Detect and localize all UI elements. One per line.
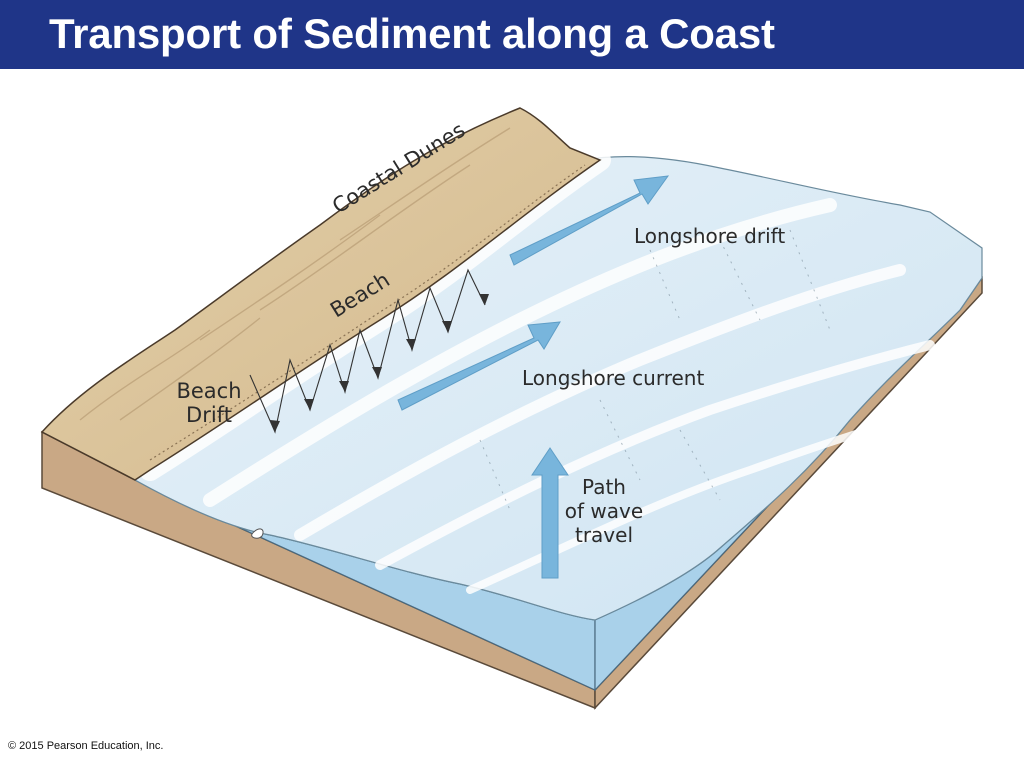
wave-path-label: Path of wave travel xyxy=(556,475,652,547)
beach-and-dunes xyxy=(40,107,602,481)
title-bar: Transport of Sediment along a Coast xyxy=(0,0,1024,69)
wave-path-label-line2: of wave xyxy=(564,499,644,523)
longshore-current-label: Longshore current xyxy=(522,366,705,390)
beach-drift-label-line1: Beach xyxy=(176,379,242,403)
copyright-notice: © 2015 Pearson Education, Inc. xyxy=(8,740,164,752)
longshore-current-arrow xyxy=(397,321,561,411)
wave-path-label-line3: travel xyxy=(574,523,634,547)
slide-title: Transport of Sediment along a Coast xyxy=(49,10,775,57)
longshore-drift-arrow xyxy=(509,175,670,266)
wave-travel-arrow xyxy=(531,447,569,579)
beach-drift-label: Beach Drift xyxy=(176,379,242,427)
wave-path-label-line1: Path xyxy=(582,475,626,499)
beach-drift-label-line2: Drift xyxy=(186,403,232,427)
longshore-drift-label: Longshore drift xyxy=(634,224,786,248)
coastal-block-diagram: Coastal Dunes Beach Beach Drift Longshor… xyxy=(0,69,1024,741)
